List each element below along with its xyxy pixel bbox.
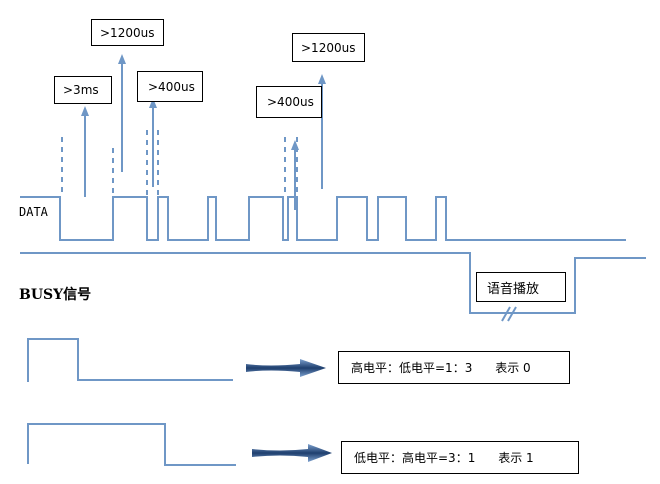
callout-400us-a: >400us	[137, 71, 203, 102]
break-mark-1	[501, 306, 511, 322]
busy-example-one-waveform	[27, 423, 236, 466]
callout-3ms: >3ms	[54, 76, 112, 104]
arrow-1200us-b	[318, 74, 326, 189]
busy-example-zero-waveform	[27, 338, 233, 382]
break-mark-2	[507, 306, 517, 322]
arrow-400us-a	[149, 98, 157, 187]
data-waveform	[20, 196, 626, 241]
busy-waveform	[20, 252, 646, 314]
callout-400us-b: >400us	[256, 86, 322, 118]
legend-one: 低电平：高电平=3：1 表示 1	[341, 441, 579, 474]
arrow-1200us-a	[118, 54, 126, 172]
data-signal-label: DATA	[19, 205, 48, 219]
callout-1200us-b: >1200us	[292, 33, 365, 62]
pointer-arrow-zero	[246, 359, 326, 377]
pointer-arrow-one	[252, 444, 332, 462]
arrow-400us-b	[291, 140, 299, 210]
arrow-3ms	[81, 106, 89, 197]
legend-zero: 高电平：低电平=1：3 表示 0	[338, 351, 570, 384]
busy-signal-label: BUSY信号	[19, 287, 92, 303]
voice-playback-label: 语音播放	[476, 272, 566, 302]
callout-1200us-a: >1200us	[91, 19, 164, 46]
